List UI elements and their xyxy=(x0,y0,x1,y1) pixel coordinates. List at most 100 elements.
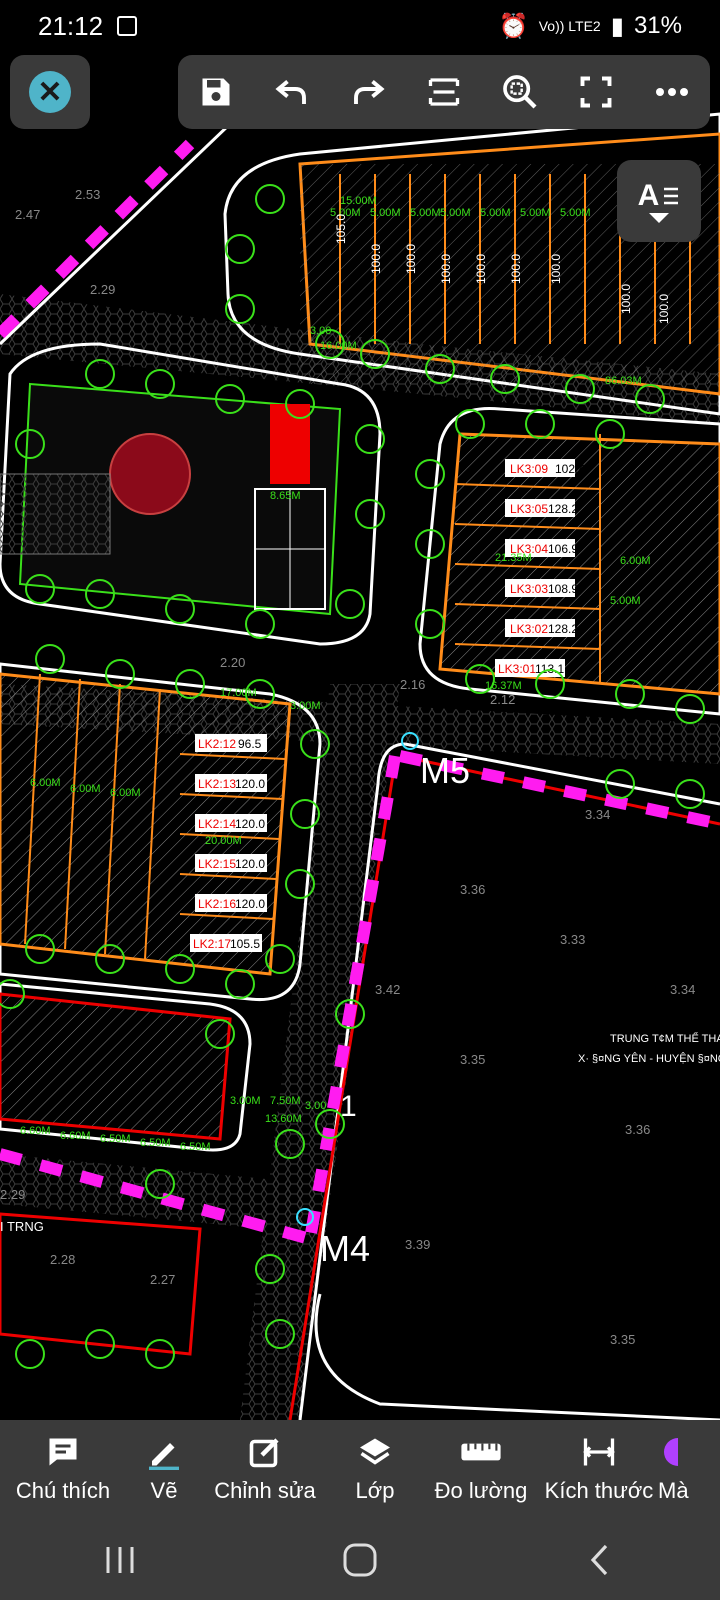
notification-icon xyxy=(117,16,138,36)
svg-text:3.00: 3.00 xyxy=(310,325,331,337)
svg-text:2.29: 2.29 xyxy=(90,282,115,297)
svg-text:86.03M: 86.03M xyxy=(605,375,642,387)
tool-edit-label: Chỉnh sửa xyxy=(214,1478,316,1503)
fit-width-button[interactable] xyxy=(414,62,474,122)
svg-text:2.47: 2.47 xyxy=(15,207,40,222)
tool-layers-label: Lớp xyxy=(355,1478,395,1503)
zoom-window-button[interactable] xyxy=(490,62,550,122)
svg-text:120.0: 120.0 xyxy=(235,857,265,871)
svg-text:3.33: 3.33 xyxy=(560,932,585,947)
tool-measure-label: Đo lường xyxy=(434,1478,528,1503)
tool-measure[interactable]: Đo lường xyxy=(422,1420,540,1520)
svg-text:108.9: 108.9 xyxy=(548,582,578,596)
home-icon xyxy=(343,1543,377,1577)
svg-text:100.0: 100.0 xyxy=(549,254,563,284)
svg-text:2.20: 2.20 xyxy=(220,655,245,670)
svg-text:128.2: 128.2 xyxy=(548,502,578,516)
save-icon xyxy=(202,78,230,106)
status-bar: 21:12 ⏰ Vo)) LTE2 ▮ 31% xyxy=(0,0,720,52)
system-nav-bar xyxy=(0,1520,720,1600)
tool-draw-label: Vẽ xyxy=(150,1478,178,1503)
svg-text:2.28: 2.28 xyxy=(50,1252,75,1267)
tool-color[interactable]: Mà xyxy=(658,1420,720,1520)
svg-text:16.00M: 16.00M xyxy=(320,340,357,352)
home-button[interactable] xyxy=(300,1530,420,1590)
svg-text:LK2:13: LK2:13 xyxy=(198,777,236,791)
svg-text:15.00M: 15.00M xyxy=(340,195,377,207)
svg-text:100.0: 100.0 xyxy=(657,294,671,324)
marker-1: 1 xyxy=(340,1090,357,1123)
svg-text:7.50M: 7.50M xyxy=(270,1095,301,1107)
label-trng: I TRNG xyxy=(0,1219,44,1234)
svg-text:100.0: 100.0 xyxy=(619,284,633,314)
svg-text:100.0: 100.0 xyxy=(509,254,523,284)
tool-draw[interactable]: Vẽ xyxy=(126,1420,202,1520)
edit-icon xyxy=(249,1438,279,1468)
svg-text:3.00: 3.00 xyxy=(305,1100,326,1112)
svg-text:100.0: 100.0 xyxy=(474,254,488,284)
recent-apps-button[interactable] xyxy=(60,1530,180,1590)
undo-button[interactable] xyxy=(262,62,322,122)
svg-text:LK3:03: LK3:03 xyxy=(510,582,548,596)
boundary-line-m5 xyxy=(398,750,720,830)
svg-text:2.16: 2.16 xyxy=(400,677,425,692)
svg-text:3.42: 3.42 xyxy=(375,982,400,997)
svg-text:6.60M: 6.60M xyxy=(60,1130,91,1142)
recent-apps-icon xyxy=(106,1547,134,1573)
svg-text:5.00M: 5.00M xyxy=(410,207,441,219)
color-icon xyxy=(664,1438,678,1466)
tool-annotation-label: Chú thích xyxy=(15,1478,111,1503)
svg-text:8.65M: 8.65M xyxy=(270,490,301,502)
svg-text:3.35: 3.35 xyxy=(460,1052,485,1067)
svg-text:120.0: 120.0 xyxy=(235,897,265,911)
svg-text:20.00M: 20.00M xyxy=(205,835,242,847)
more-button[interactable] xyxy=(642,62,702,122)
tool-layers[interactable]: Lớp xyxy=(328,1420,422,1520)
svg-text:6.50M: 6.50M xyxy=(180,1141,211,1153)
tool-annotation[interactable]: Chú thích xyxy=(0,1420,126,1520)
svg-text:3.36: 3.36 xyxy=(460,882,485,897)
caret-down-icon xyxy=(649,213,669,223)
status-time: 21:12 xyxy=(38,10,104,41)
save-button[interactable] xyxy=(186,62,246,122)
svg-text:6.60M: 6.60M xyxy=(20,1125,51,1137)
svg-text:105.0: 105.0 xyxy=(334,214,348,244)
svg-text:6.50M: 6.50M xyxy=(100,1133,131,1145)
label-trung-tam: TRUNG T¢M THỂ THA xyxy=(610,1032,720,1045)
svg-text:5.00M: 5.00M xyxy=(520,207,551,219)
tool-dimension[interactable]: Kích thước xyxy=(540,1420,658,1520)
zoom-window-icon xyxy=(503,75,537,109)
network-label: Vo)) LTE2 xyxy=(538,18,601,34)
tool-edit[interactable]: Chỉnh sửa xyxy=(202,1420,328,1520)
text-style-button[interactable]: A xyxy=(617,160,701,242)
redo-button[interactable] xyxy=(338,62,398,122)
svg-text:21.35M: 21.35M xyxy=(495,552,532,564)
top-toolbar xyxy=(178,55,710,129)
boundary-line-m4-left xyxy=(0,1148,312,1245)
layers-icon xyxy=(360,1438,390,1465)
pencil-icon xyxy=(149,1443,179,1470)
text-lines-icon xyxy=(664,187,679,205)
road-edge-top xyxy=(0,122,232,346)
svg-text:6.50M: 6.50M xyxy=(140,1137,171,1149)
svg-text:120.0: 120.0 xyxy=(235,777,265,791)
dimension-icon xyxy=(583,1438,615,1466)
svg-text:96.5: 96.5 xyxy=(238,737,262,751)
svg-text:3.34: 3.34 xyxy=(670,982,695,997)
svg-text:3.36: 3.36 xyxy=(625,1122,650,1137)
svg-text:100.0: 100.0 xyxy=(369,244,383,274)
ruler-icon xyxy=(461,1443,501,1461)
back-icon xyxy=(590,1544,608,1576)
sports-center-block xyxy=(0,742,720,1420)
svg-text:3.35: 3.35 xyxy=(610,1332,635,1347)
alarm-icon: ⏰ xyxy=(498,12,529,40)
fullscreen-button[interactable] xyxy=(566,62,626,122)
label-xa: X· §¤NG YÊN - HUYỆN §¤NG xyxy=(578,1052,720,1065)
svg-text:LK2:14: LK2:14 xyxy=(198,817,236,831)
back-button[interactable] xyxy=(540,1530,660,1590)
svg-text:3.34: 3.34 xyxy=(585,807,610,822)
bottom-toolbar: Chú thích Vẽ Chỉnh sửa Lớp Đo lường Kích… xyxy=(0,1420,720,1520)
close-button[interactable]: ✕ xyxy=(10,55,90,129)
